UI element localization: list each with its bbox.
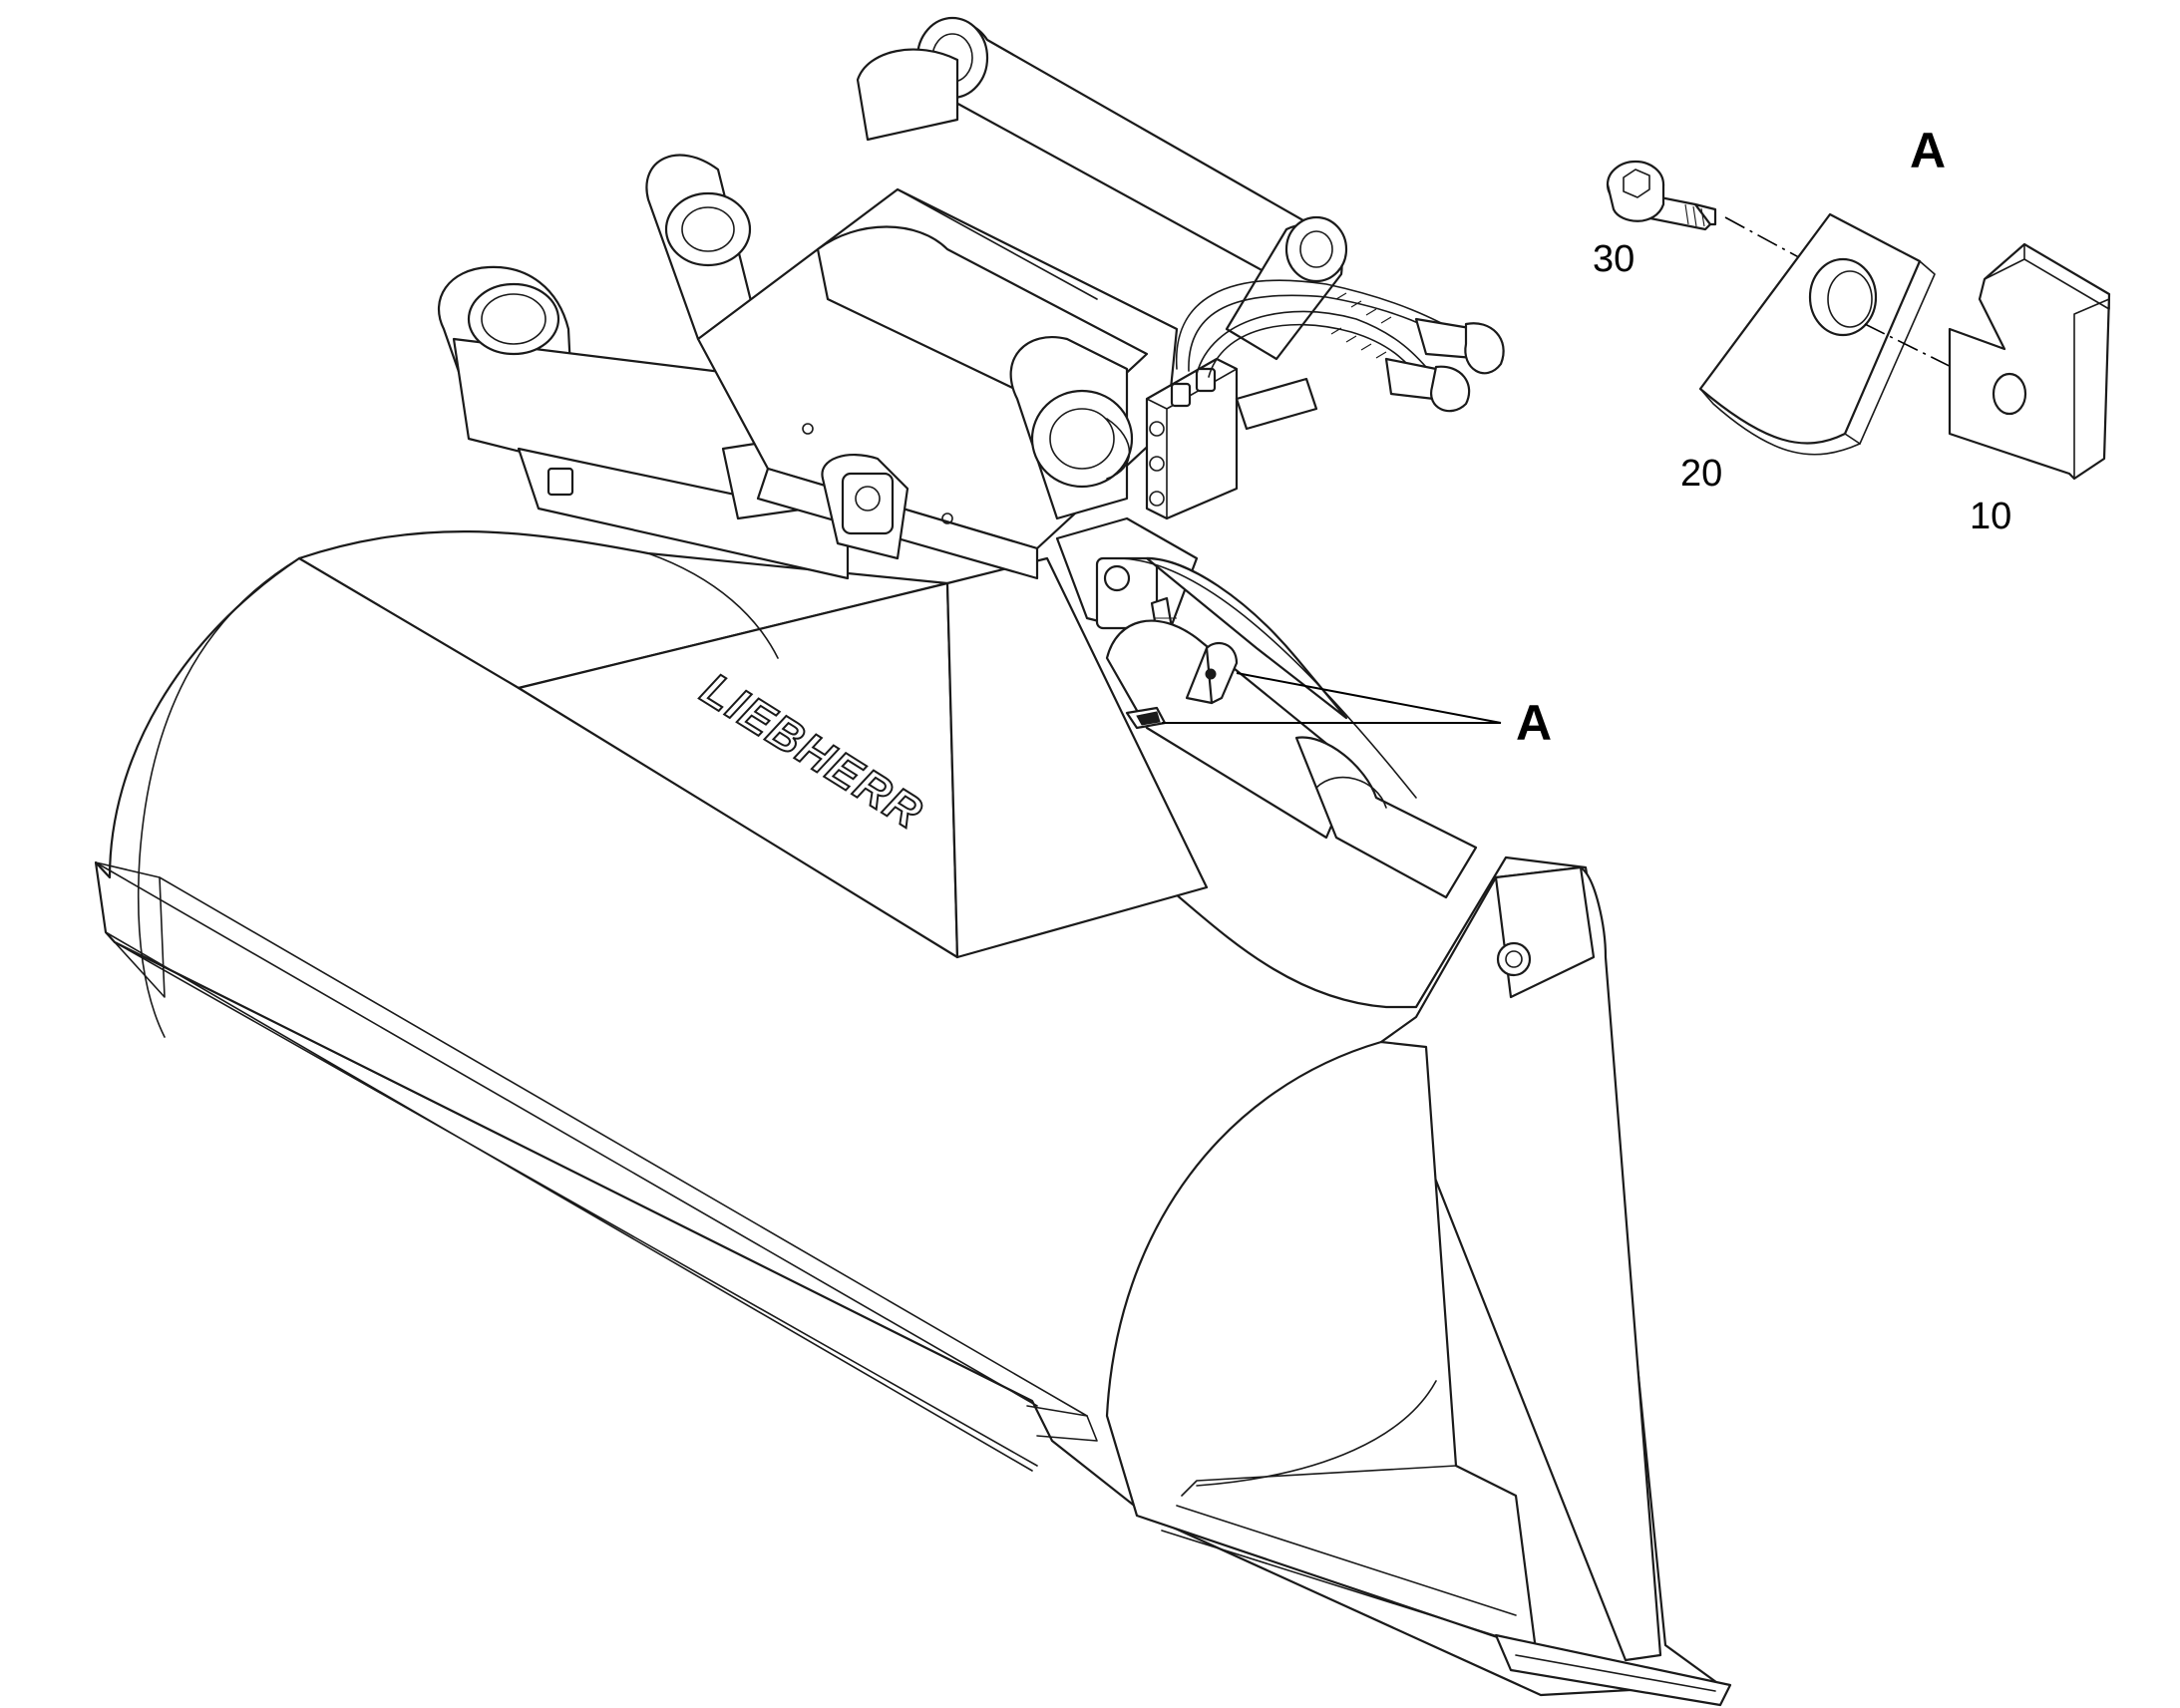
bucket-top-hood: LIEBHERR [297,529,1209,959]
bucket-inner-bowl [1105,1040,1538,1652]
quick-coupler [645,16,1348,580]
excavator-bucket [94,549,1732,1707]
wear-clamp-assembly [1125,641,1239,730]
detail-title: A [1910,123,1946,178]
tilt-cylinder [1055,516,1478,899]
main-callout-a: A [1516,695,1552,751]
side-plate-pin-hole [1496,941,1532,977]
bucket-back-curve [137,557,300,1038]
clamp-plate [1698,212,2000,456]
leader-line-a-upper [1236,672,1502,724]
part-label-10: 10 [1970,496,2011,537]
wear-block [1948,242,2111,481]
part-label-30: 30 [1593,238,1635,280]
bucket-cutting-teeth [1494,1633,1732,1707]
socket-head-bolt [1606,160,1831,275]
hydraulic-hose-1 [1175,279,1472,370]
hydraulic-hose-2 [1196,310,1437,380]
bucket-front-edge [95,861,1038,1472]
bucket-lip-plate [95,861,1088,1417]
detail-view-a: A 30 20 10 [1593,123,2111,537]
part-label-20: 20 [1680,453,1722,495]
valve-block-and-hoses [1145,279,1505,520]
left-link-arm [438,265,850,580]
